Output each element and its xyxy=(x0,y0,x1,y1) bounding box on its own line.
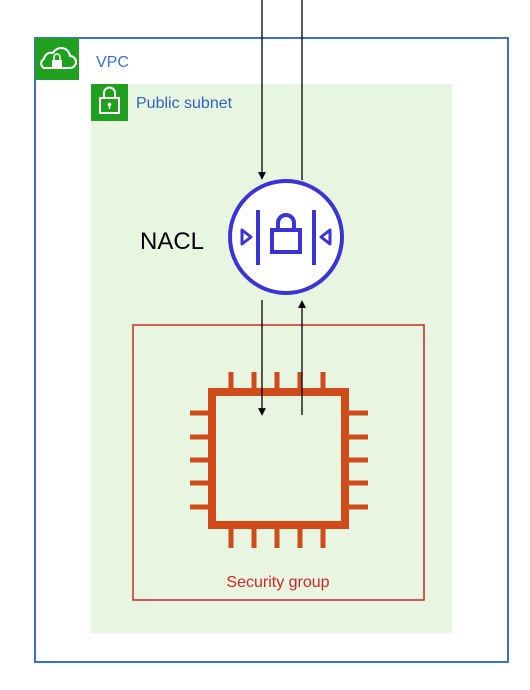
traffic-arrows xyxy=(258,0,306,416)
nacl-label: NACL xyxy=(140,228,204,255)
cloud-lock-icon xyxy=(35,38,79,80)
subnet-area xyxy=(91,84,452,633)
vpc-label: VPC xyxy=(96,54,129,71)
subnet-label: Public subnet xyxy=(136,95,233,112)
vpc-group: VPC xyxy=(34,37,509,663)
ec2-instance-chip-icon xyxy=(190,372,368,548)
security-group-label: Security group xyxy=(226,574,329,591)
security-group-border xyxy=(132,324,425,601)
vpc-border xyxy=(34,37,509,663)
security-group: Security group xyxy=(132,324,425,601)
lock-icon xyxy=(91,84,128,121)
subnet-group: Public subnet xyxy=(91,84,452,633)
network-acl-icon xyxy=(228,179,344,295)
